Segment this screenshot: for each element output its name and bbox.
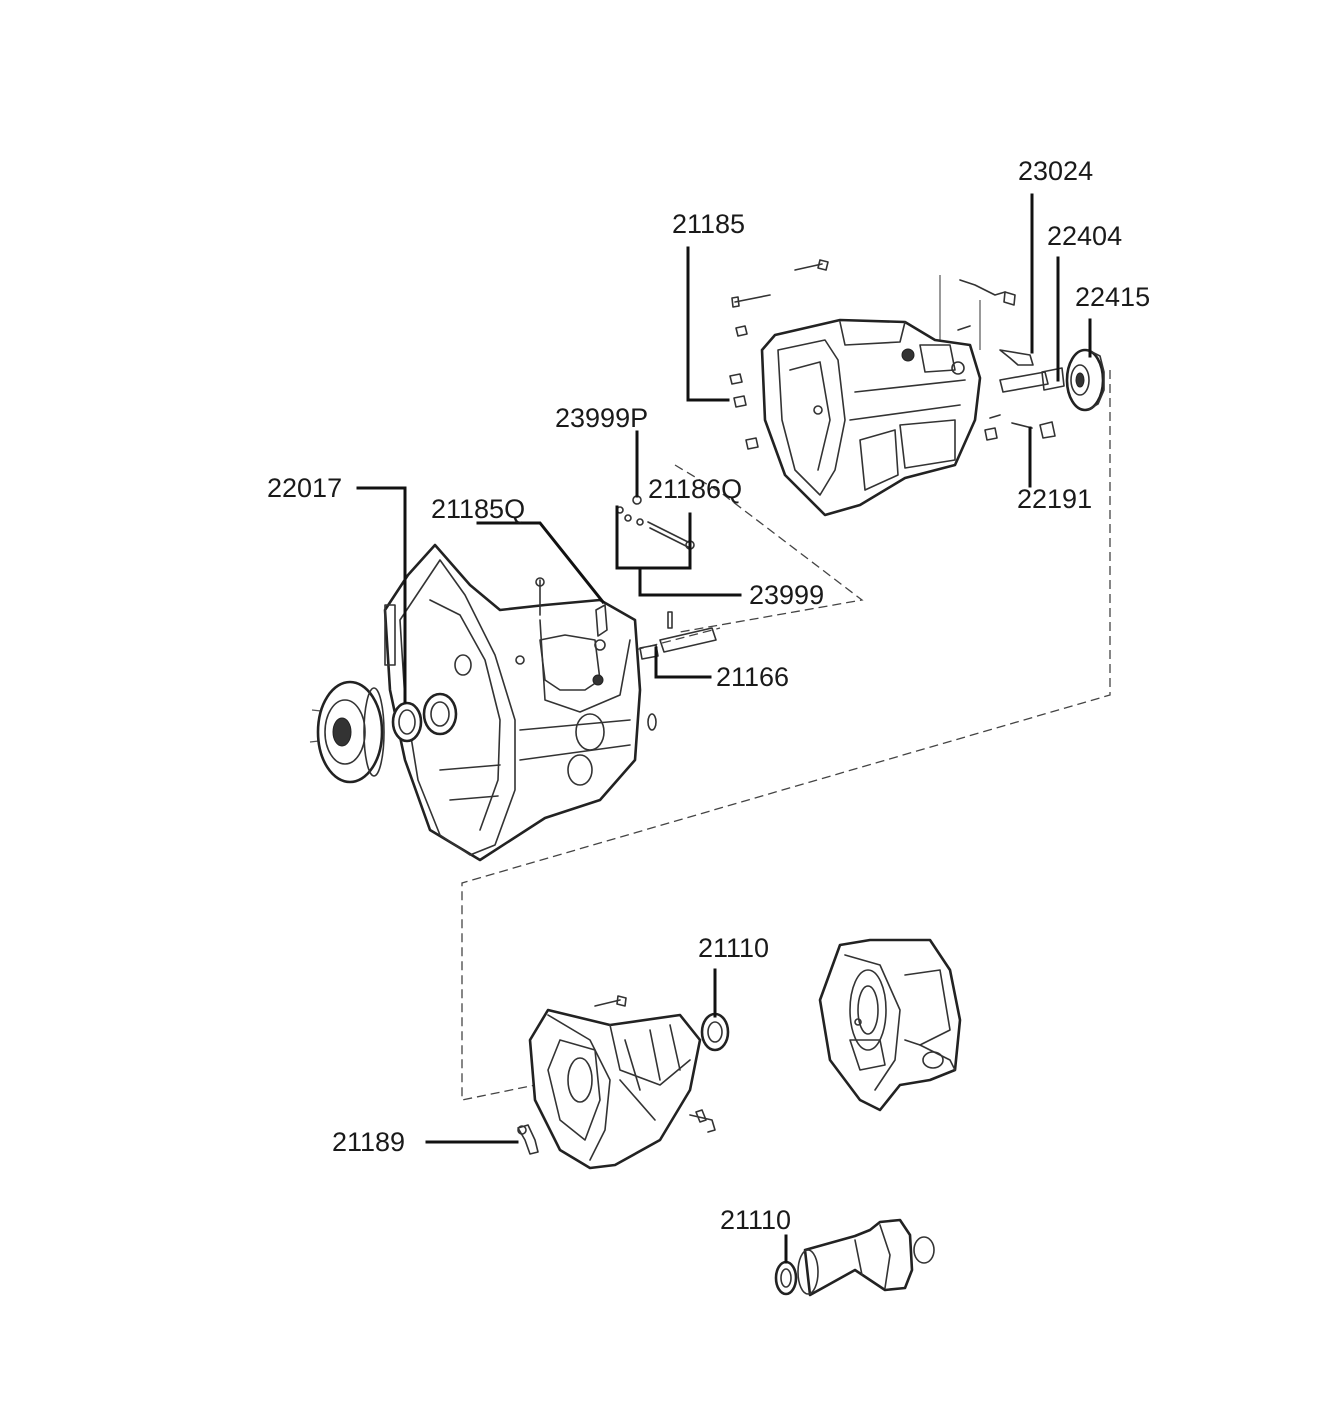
callout-22415: 22415 — [1075, 282, 1150, 312]
callout-22017: 22017 — [267, 473, 342, 503]
callout-21166: 21166 — [716, 662, 789, 692]
callout-23999: 23999 — [749, 580, 824, 610]
gear-22415 — [1065, 348, 1105, 412]
main-transmission-case — [760, 318, 982, 517]
callout-23024: 23024 — [1018, 156, 1093, 186]
callout-22191: 22191 — [1017, 484, 1092, 514]
seal-22017 — [391, 692, 458, 743]
bell-housing — [383, 543, 642, 862]
callout-labels: 23024 22404 22415 21185 23999P 21186Q 22… — [267, 156, 1150, 1235]
callout-21186Q: 21186Q — [648, 474, 742, 504]
callout-21185: 21185 — [672, 209, 745, 239]
upper-small-parts — [729, 259, 1065, 450]
extension-housing-left — [528, 995, 716, 1170]
extension-housing-right — [818, 938, 962, 1112]
callout-21185Q: 21185Q — [431, 494, 525, 524]
sensor-21166 — [639, 611, 717, 731]
part-21189 — [517, 1124, 539, 1155]
callout-21110-upper: 21110 — [698, 933, 769, 963]
clutch-flange — [316, 680, 385, 784]
callout-21189: 21189 — [332, 1127, 405, 1157]
callout-23999P: 23999P — [555, 403, 648, 433]
callout-22404: 22404 — [1047, 221, 1122, 251]
leader-lines — [356, 193, 1092, 1264]
yoke-coupling — [774, 1218, 935, 1297]
seal-21110-upper — [700, 1012, 730, 1052]
callout-21110-lower: 21110 — [720, 1205, 791, 1235]
